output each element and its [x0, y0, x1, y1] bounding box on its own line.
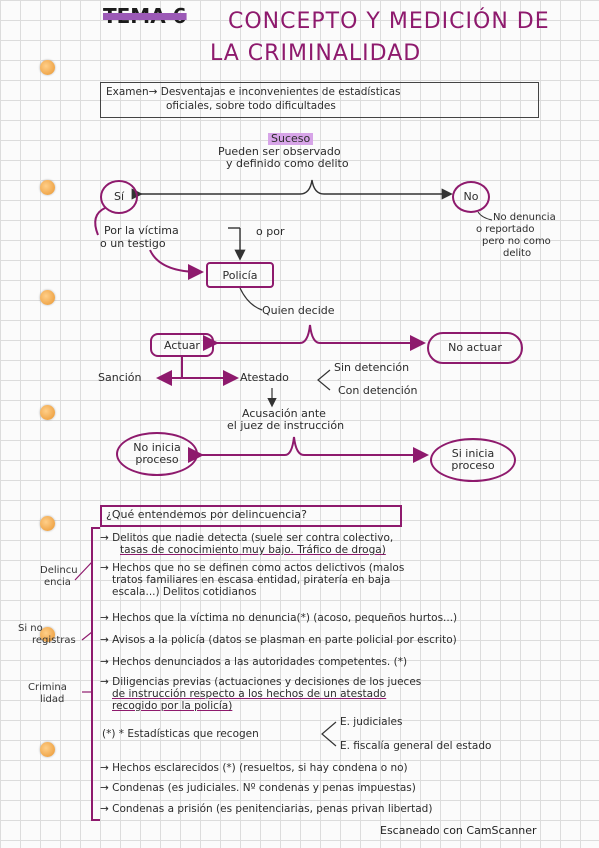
binder-hole-6	[40, 627, 55, 642]
question-box	[100, 505, 402, 527]
estadisticas-fiscalia: E. fiscalía general del estado	[340, 740, 492, 752]
si-inicia-line-1: Si inicia	[451, 447, 495, 460]
scanner-watermark: Escaneado con CamScanner	[380, 824, 537, 837]
item-3: → Hechos que la víctima no denuncia(*) (…	[100, 612, 458, 624]
no-note-4: delito	[503, 248, 532, 259]
sancion-label: Sanción	[98, 371, 142, 384]
side-label-delincuencia-2: encia	[44, 577, 71, 588]
item-2-line-2: tratos familiares en escasa entidad, pir…	[112, 574, 391, 586]
node-si-label: Sí	[113, 190, 125, 203]
exam-note-line-1: Examen→ Desventajas e inconvenientes de …	[106, 86, 401, 98]
suceso-desc-2: y definido como delito	[226, 157, 349, 170]
con-detencion-label: Con detención	[338, 384, 418, 397]
binder-hole-5	[40, 516, 55, 531]
binder-hole-4	[40, 405, 55, 420]
suceso-label: Suceso	[268, 133, 314, 145]
no-inicia-line-1: No inicia	[133, 441, 181, 454]
binder-hole-1	[40, 60, 55, 75]
binder-hole-7	[40, 742, 55, 757]
item-4: → Avisos a la policía (datos se plasman …	[100, 634, 457, 646]
item-9: → Condenas a prisión (es penitenciarias,…	[100, 803, 433, 815]
item-6-line-1: → Diligencias previas (actuaciones y dec…	[100, 676, 422, 688]
no-inicia-line-2: proceso	[135, 453, 179, 466]
sin-detencion-label: Sin detención	[334, 361, 410, 374]
item-1-line-1: → Delitos que nadie detecta (suele ser c…	[100, 532, 394, 544]
question-text: ¿Qué entendemos por delincuencia?	[106, 508, 307, 521]
item-2-line-3: escala...) Delitos cotidianos	[112, 586, 257, 598]
node-no-label: No	[463, 190, 479, 203]
node-policia: Policía	[206, 262, 274, 288]
o-por-label: o por	[256, 225, 285, 238]
side-label-criminalidad-1: Crimina	[28, 682, 67, 693]
side-label-criminalidad-2: lidad	[40, 694, 65, 705]
no-note-2: o reportado	[476, 224, 535, 235]
acusacion-line-1: Acusación ante	[242, 407, 326, 420]
item-1-line-2: tasas de conocimiento muy bajo. Tráfico …	[120, 544, 386, 556]
item-5: → Hechos denunciados a las autoridades c…	[100, 656, 408, 668]
victima-line-1: Por la víctima	[104, 224, 179, 237]
victima-line-2: o un testigo	[100, 237, 166, 250]
node-actuar-label: Actuar	[164, 338, 200, 352]
page-title-line-2: LA CRIMINALIDAD	[210, 41, 422, 66]
binder-hole-3	[40, 290, 55, 305]
node-actuar: Actuar	[150, 333, 214, 357]
node-policia-label: Policía	[222, 268, 258, 282]
node-no: No	[452, 181, 490, 213]
item-6-line-3: recogido por la policía)	[112, 700, 233, 712]
atestado-label: Atestado	[240, 371, 289, 384]
node-no-actuar-label: No actuar	[448, 341, 502, 354]
estadisticas-judiciales: E. judiciales	[340, 716, 403, 728]
si-inicia-line-2: proceso	[451, 459, 495, 472]
item-2-line-1: → Hechos que no se definen como actos de…	[100, 562, 405, 574]
exam-note-box	[100, 82, 539, 118]
exam-note-line-2: oficiales, sobre todo dificultades	[166, 100, 336, 112]
suceso-desc-1: Pueden ser observado	[218, 145, 341, 158]
side-label-delincuencia-1: Delincu	[40, 565, 78, 576]
topic-number: TEMA 6	[103, 4, 187, 28]
node-si: Sí	[100, 180, 138, 214]
item-8: → Condenas (es judiciales. Nº condenas y…	[100, 782, 416, 794]
no-note-1: No denuncia	[493, 212, 556, 223]
page-title-line-1: CONCEPTO Y MEDICIÓN DE	[228, 9, 550, 34]
item-7: → Hechos esclarecidos (*) (resueltos, si…	[100, 762, 408, 774]
item-6-line-2: de instrucción respecto a los hechos de …	[112, 688, 387, 700]
estadisticas-label: (*) * Estadísticas que recogen	[102, 728, 259, 740]
no-note-3: pero no como	[482, 236, 551, 247]
side-label-si-no-1: Si no	[18, 623, 43, 634]
node-no-actuar: No actuar	[427, 332, 523, 364]
quien-decide-label: Quien decide	[262, 304, 335, 317]
side-label-si-no-2: registras	[32, 635, 76, 646]
acusacion-line-2: el juez de instrucción	[227, 419, 345, 432]
binder-hole-2	[40, 180, 55, 195]
